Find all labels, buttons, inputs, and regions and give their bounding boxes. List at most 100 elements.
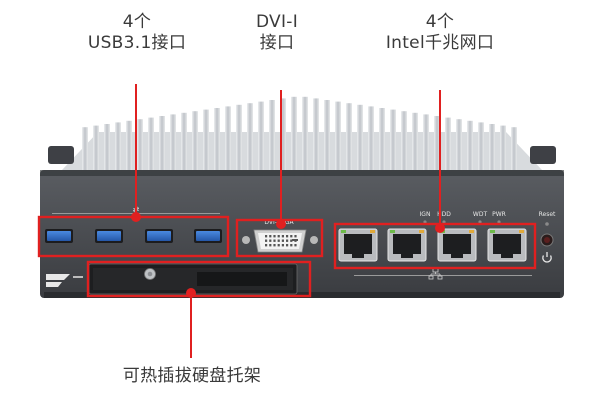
dvi-callout-type: DVI-I [255,12,299,32]
tray-highlight-box [86,260,312,298]
dvi-pin [290,239,293,242]
heatsink-fin [313,98,319,170]
dvi-pin [269,244,272,247]
dvi-pin [277,235,280,238]
dvi-pin [265,239,268,242]
heatsink-fin [467,120,473,170]
heatsink [48,96,556,170]
heatsink-fin [368,106,374,170]
dvi-callout-label: DVI-I 接口 [232,12,322,54]
dvi-pin [277,244,280,247]
heatsink-fin [115,122,121,170]
heatsink-fin [434,116,440,170]
wdt-label: WDT [473,211,488,218]
lan-port-4[interactable] [487,228,527,262]
dvi-pin [265,235,268,238]
status-led-row: IGN HDD WDT PWR [420,211,506,224]
lan-highlight-box [333,222,537,270]
dvi-pin [273,239,276,242]
dvi-pin [281,235,284,238]
heatsink-fin [456,119,462,170]
tray-callout-label: 可热插拔硬盘托架 [100,366,284,387]
usb-callout-label: 4个 USB3.1接口 [62,12,212,54]
heatsink-fin [159,116,165,170]
callout-dots [131,212,445,298]
heatsink-fin [170,114,176,170]
ign-label: IGN [420,211,431,218]
heatsink-fin [412,112,418,170]
usb-port-1[interactable] [45,229,73,243]
dvi-leader-dot [276,219,286,229]
lan-callout-count: 4个 [425,12,455,32]
dvi-pin [281,244,284,247]
heatsink-fin [104,124,110,170]
mount-bracket-left [48,146,74,164]
heatsink-fin [478,122,484,170]
heatsink-fin [390,109,396,170]
heatsink-fin [346,103,352,170]
dvi-ground-blade [292,239,298,241]
dvi-pin [290,244,293,247]
dvi-pin [286,239,289,242]
heatsink-fin [302,96,308,170]
reset-power-group: Reset [539,211,556,263]
heatsink-fin [82,127,88,170]
lan-port-1[interactable] [338,228,378,262]
dvi-pin [294,244,297,247]
hdd-led [442,220,446,224]
heatsink-fin [148,117,154,170]
heatsink-fin [357,104,363,170]
hot-swap-tray[interactable] [88,263,298,295]
dvi-port[interactable]: DVI-I/VGA [242,219,318,253]
dvi-pin [286,244,289,247]
dvi-pin [265,244,268,247]
dvi-pin [269,239,272,242]
dvi-pin [273,244,276,247]
heatsink-fin [126,120,132,170]
heatsink-fin [423,114,429,170]
usb-callout-type: USB3.1接口 [87,33,187,53]
ign-led [423,220,427,224]
network-icon [428,267,443,280]
lan-port-3[interactable] [437,228,477,262]
heatsink-fin [269,100,275,170]
power-icon[interactable] [542,252,552,263]
dvi-pin [277,239,280,242]
heatsink-fin [291,96,297,170]
usb-port-2[interactable] [95,229,123,243]
reset-button[interactable] [540,233,554,247]
heatsink-fin [93,125,99,170]
heatsink-fin [203,109,209,170]
usb-port-group: ⇄ [45,205,222,243]
usb-port-3[interactable] [145,229,173,243]
usb-port-4[interactable] [194,229,222,243]
lan-leader-dot [435,223,445,233]
dvi-callout-suffix: 接口 [259,33,295,53]
brand-logo-icon [46,274,83,287]
usb-callout-count: 4个 [122,12,152,32]
heatsink-fin [511,127,517,170]
heatsink-fin [280,98,286,170]
heatsink-fin [335,101,341,170]
lan-port-group [338,228,532,280]
dvi-pin [290,235,293,238]
wdt-led [478,220,482,224]
tray-lock-knob[interactable] [144,268,156,280]
heatsink-fin [214,108,220,170]
heatsink-fin [489,124,495,170]
lan-port-2[interactable] [387,228,427,262]
heatsink-fin [181,112,187,170]
callout-leaders [135,84,441,358]
tray-leader-dot [186,288,196,298]
heatsink-fin [445,117,451,170]
pwr-label: PWR [492,211,506,218]
heatsink-fin [247,103,253,170]
hdd-label: HDD [437,211,451,218]
usb-leader-dot [131,212,141,222]
heatsink-fin [500,125,506,170]
tray-callout-text: 可热插拔硬盘托架 [122,366,262,386]
heatsink-fin [137,119,143,170]
dvi-pin [281,239,284,242]
mount-bracket-right [530,146,556,164]
heatsink-fin [379,108,385,170]
